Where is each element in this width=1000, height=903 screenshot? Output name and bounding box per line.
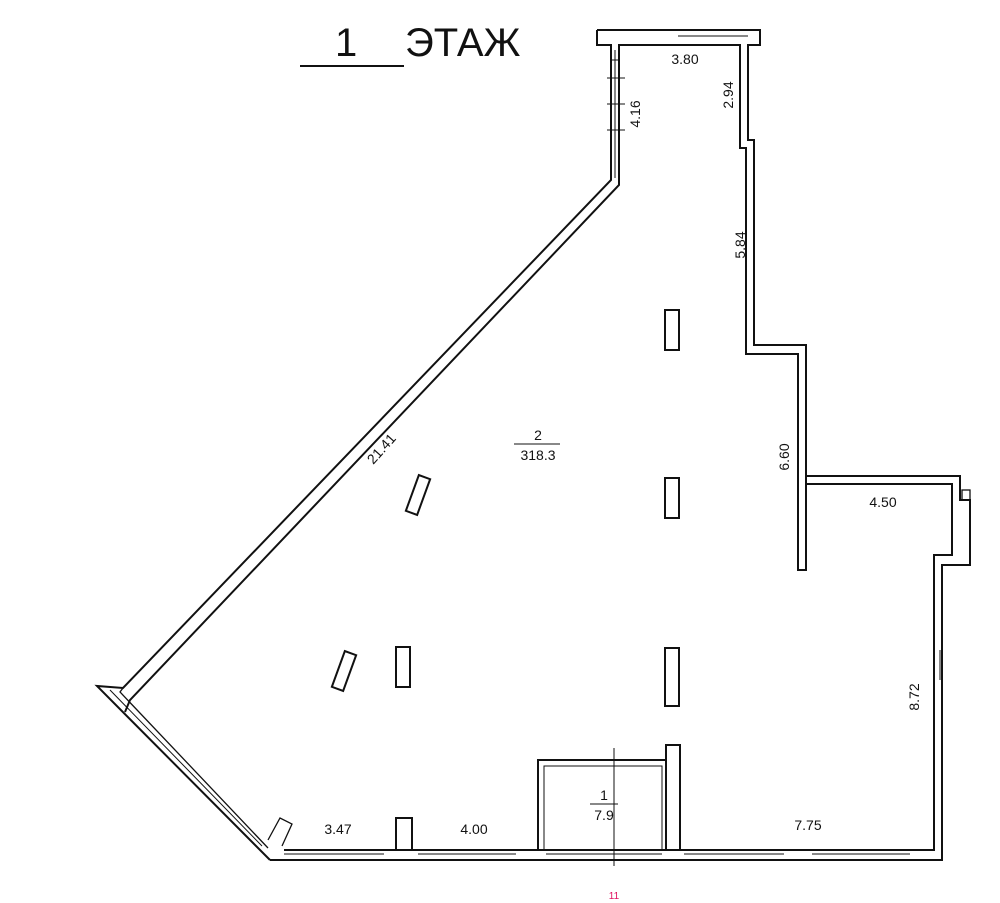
axis-marker: 11 xyxy=(609,891,620,902)
wall-west xyxy=(94,30,612,861)
wall-east-inner xyxy=(284,483,953,851)
wall-top-right xyxy=(597,29,807,571)
wall-east-bottom xyxy=(270,475,971,861)
room-area: 7.9 xyxy=(594,807,614,823)
pier-corner xyxy=(267,817,293,847)
column xyxy=(395,646,411,688)
vestibule-walls xyxy=(537,759,669,851)
column xyxy=(664,477,680,519)
dim-notch-width: 4.50 xyxy=(869,494,896,510)
floor-label: ЭТАЖ xyxy=(405,21,521,65)
column xyxy=(404,473,432,517)
room-number: 2 xyxy=(534,427,542,443)
room-label-vestibule: 1 7.9 xyxy=(590,787,618,823)
dim-bottom-3: 7.75 xyxy=(794,817,821,833)
column xyxy=(664,309,680,351)
pier-bottom xyxy=(395,817,413,851)
room-area: 318.3 xyxy=(520,447,555,463)
column xyxy=(330,649,358,693)
dimension-labels: 3.80 2.94 4.16 5.84 21.41 6.60 4.50 8.72… xyxy=(324,51,922,837)
column xyxy=(664,647,680,707)
floor-number: 1 xyxy=(335,21,357,65)
room-number: 1 xyxy=(600,787,608,803)
dim-bottom-1: 3.47 xyxy=(324,821,351,837)
windows xyxy=(109,29,941,866)
window-bay xyxy=(109,689,263,847)
dim-top-width: 3.80 xyxy=(671,51,698,67)
floor-title: 1 ЭТАЖ xyxy=(300,21,521,67)
dim-bottom-2: 4.00 xyxy=(460,821,487,837)
dim-right-top-2: 5.84 xyxy=(732,231,748,258)
dim-left-top: 4.16 xyxy=(627,100,643,127)
vestibule xyxy=(267,744,681,851)
wall-stub xyxy=(961,489,971,501)
outer-walls xyxy=(94,29,971,861)
dim-right-top-1: 2.94 xyxy=(720,81,736,108)
wall-bay xyxy=(119,687,269,849)
dim-right-lower: 8.72 xyxy=(906,683,922,710)
wall-west-inner xyxy=(124,44,625,713)
dim-right-mid: 6.60 xyxy=(776,443,792,470)
room-label-main: 2 318.3 xyxy=(514,427,560,463)
vestibule-pier xyxy=(665,744,681,851)
columns xyxy=(330,309,680,707)
